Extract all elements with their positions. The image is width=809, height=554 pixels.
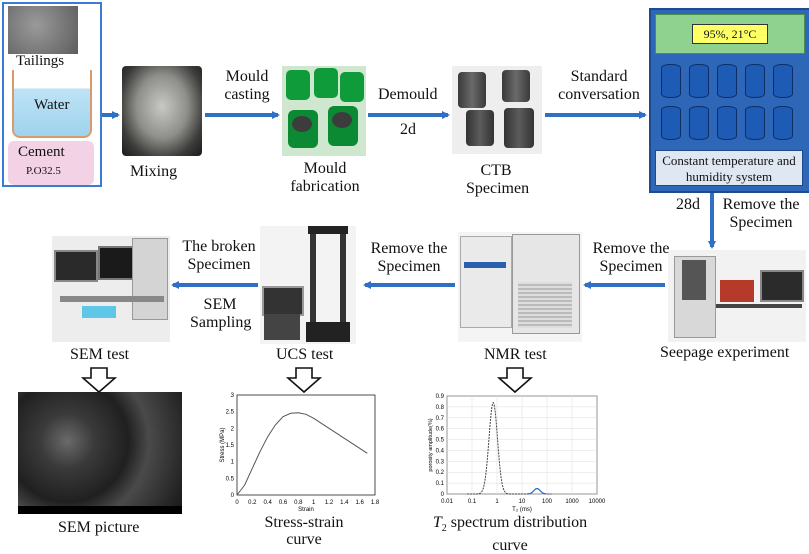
stress-strain-title: Stress-strain curve <box>264 514 344 548</box>
sem-micrograph <box>18 392 182 514</box>
ucs-photo <box>260 226 356 344</box>
curing-condition-display: 95%, 21°C <box>692 24 768 44</box>
t2-ytick: 0.2 <box>436 470 445 476</box>
mould-photo <box>282 66 366 156</box>
ucs-test-label: UCS test <box>276 346 334 363</box>
ctb-specimen-photo <box>452 66 542 154</box>
stress-xlabel: Strain <box>298 507 314 513</box>
stress-ytick: 1.5 <box>226 443 235 449</box>
sem-photo <box>52 236 170 342</box>
water-label: Water <box>34 97 70 113</box>
t2-ytick: 0.7 <box>436 416 445 422</box>
curing-chamber: 95%, 21°C Constant temperature and humid… <box>649 8 809 193</box>
t2-ytick: 0 <box>441 492 445 498</box>
t2-title-rest: spectrum distribution curve <box>446 514 588 554</box>
t2-title-italic: T <box>432 514 442 531</box>
nmr-photo <box>458 232 582 342</box>
t2-xtick: 10 <box>519 499 526 505</box>
stress-ytick: 3 <box>231 393 235 399</box>
mould-casting-label: Mould casting <box>224 68 270 103</box>
t2-main-curve <box>467 402 552 495</box>
t2-ytick: 0.8 <box>436 405 445 411</box>
t2-ytick: 0.1 <box>436 481 445 487</box>
stress-xtick: 0.4 <box>263 500 272 506</box>
remove-specimen-label-3: Remove the Specimen <box>370 240 448 275</box>
water-beaker-icon <box>12 70 92 138</box>
sem-test-label: SEM test <box>70 346 130 363</box>
sem-sampling-label: SEM Sampling <box>190 296 252 331</box>
sem-picture-label: SEM picture <box>58 519 140 536</box>
t2-ytick: 0.3 <box>436 459 445 465</box>
stress-xtick: 1.8 <box>371 500 380 506</box>
mixing-photo <box>122 66 202 156</box>
t2-xtick: 0.1 <box>468 499 477 505</box>
t2-xtick: 10000 <box>589 499 606 505</box>
curing-top-panel: 95%, 21°C <box>655 14 805 54</box>
stress-ytick: 2.5 <box>226 410 235 416</box>
seepage-experiment-label: Seepage experiment <box>660 344 790 361</box>
cement-grade-label: P.O32.5 <box>26 165 61 177</box>
stress-xtick: 1.2 <box>325 500 334 506</box>
mould-fabrication-label: Mould fabrication <box>290 160 360 195</box>
stress-xtick: 1.6 <box>355 500 364 506</box>
t2-xtick: 0.01 <box>441 499 453 505</box>
stress-ytick: 0.5 <box>226 476 235 482</box>
stress-ytick: 0 <box>231 493 235 499</box>
t2-xtick: 1000 <box>565 499 579 505</box>
mixing-label: Mixing <box>130 163 178 180</box>
demould-label: Demould <box>378 86 438 103</box>
ctb-specimen-label: CTB Specimen <box>466 162 530 197</box>
t2-xtick: 100 <box>542 499 553 505</box>
t2-ytick: 0.9 <box>436 394 445 400</box>
t2-ylabel: porosity amplitude(%) <box>428 418 434 471</box>
seepage-photo <box>668 250 806 342</box>
t2-ytick: 0.6 <box>436 427 445 433</box>
t2-xtick: 1 <box>495 499 499 505</box>
specimen-grid <box>657 60 803 146</box>
materials-box: Tailings Water Cement P.O32.5 <box>2 2 102 187</box>
stress-ytick: 1 <box>231 460 235 466</box>
curing-system-label: Constant temperature and humidity system <box>655 150 803 186</box>
stress-plot-frame <box>236 394 376 496</box>
nmr-test-label: NMR test <box>484 346 547 363</box>
stress-ylabel: Stress (MPa) <box>220 427 226 462</box>
stress-curve <box>236 412 368 496</box>
t2-spectrum-title: T2 spectrum distribution curve <box>430 514 590 554</box>
stress-xtick: 0.6 <box>279 500 288 506</box>
t2-ytick: 0.4 <box>436 448 445 454</box>
stress-xtick: 0.2 <box>248 500 257 506</box>
stress-xtick: 1.4 <box>340 500 349 506</box>
stress-xtick: 0.8 <box>294 500 303 506</box>
remove-specimen-label-2: Remove the Specimen <box>592 240 670 275</box>
t2-xlabel: T₂ (ms) <box>512 507 532 513</box>
remove-specimen-label-1: Remove the Specimen <box>722 196 800 231</box>
t2-title-sub: 2 <box>441 523 447 535</box>
down-arrow-sem <box>80 367 118 394</box>
standard-conversation-label: Standard conversation <box>558 68 640 103</box>
stress-ytick: 2 <box>231 426 235 432</box>
stress-xtick: 1 <box>312 500 316 506</box>
down-arrow-ucs <box>285 367 323 394</box>
cement-bag-icon <box>8 141 94 185</box>
stress-xtick: 0 <box>235 500 239 506</box>
demould-time-label: 2d <box>400 121 416 138</box>
tailings-photo <box>8 6 78 54</box>
t2-ytick: 0.5 <box>436 438 445 444</box>
cement-label: Cement <box>18 144 65 160</box>
t2-secondary-peak <box>526 488 547 495</box>
down-arrow-nmr <box>496 367 534 394</box>
tailings-label: Tailings <box>16 53 65 69</box>
curing-time-label: 28d <box>676 196 700 213</box>
broken-specimen-label: The broken Specimen <box>182 238 256 273</box>
